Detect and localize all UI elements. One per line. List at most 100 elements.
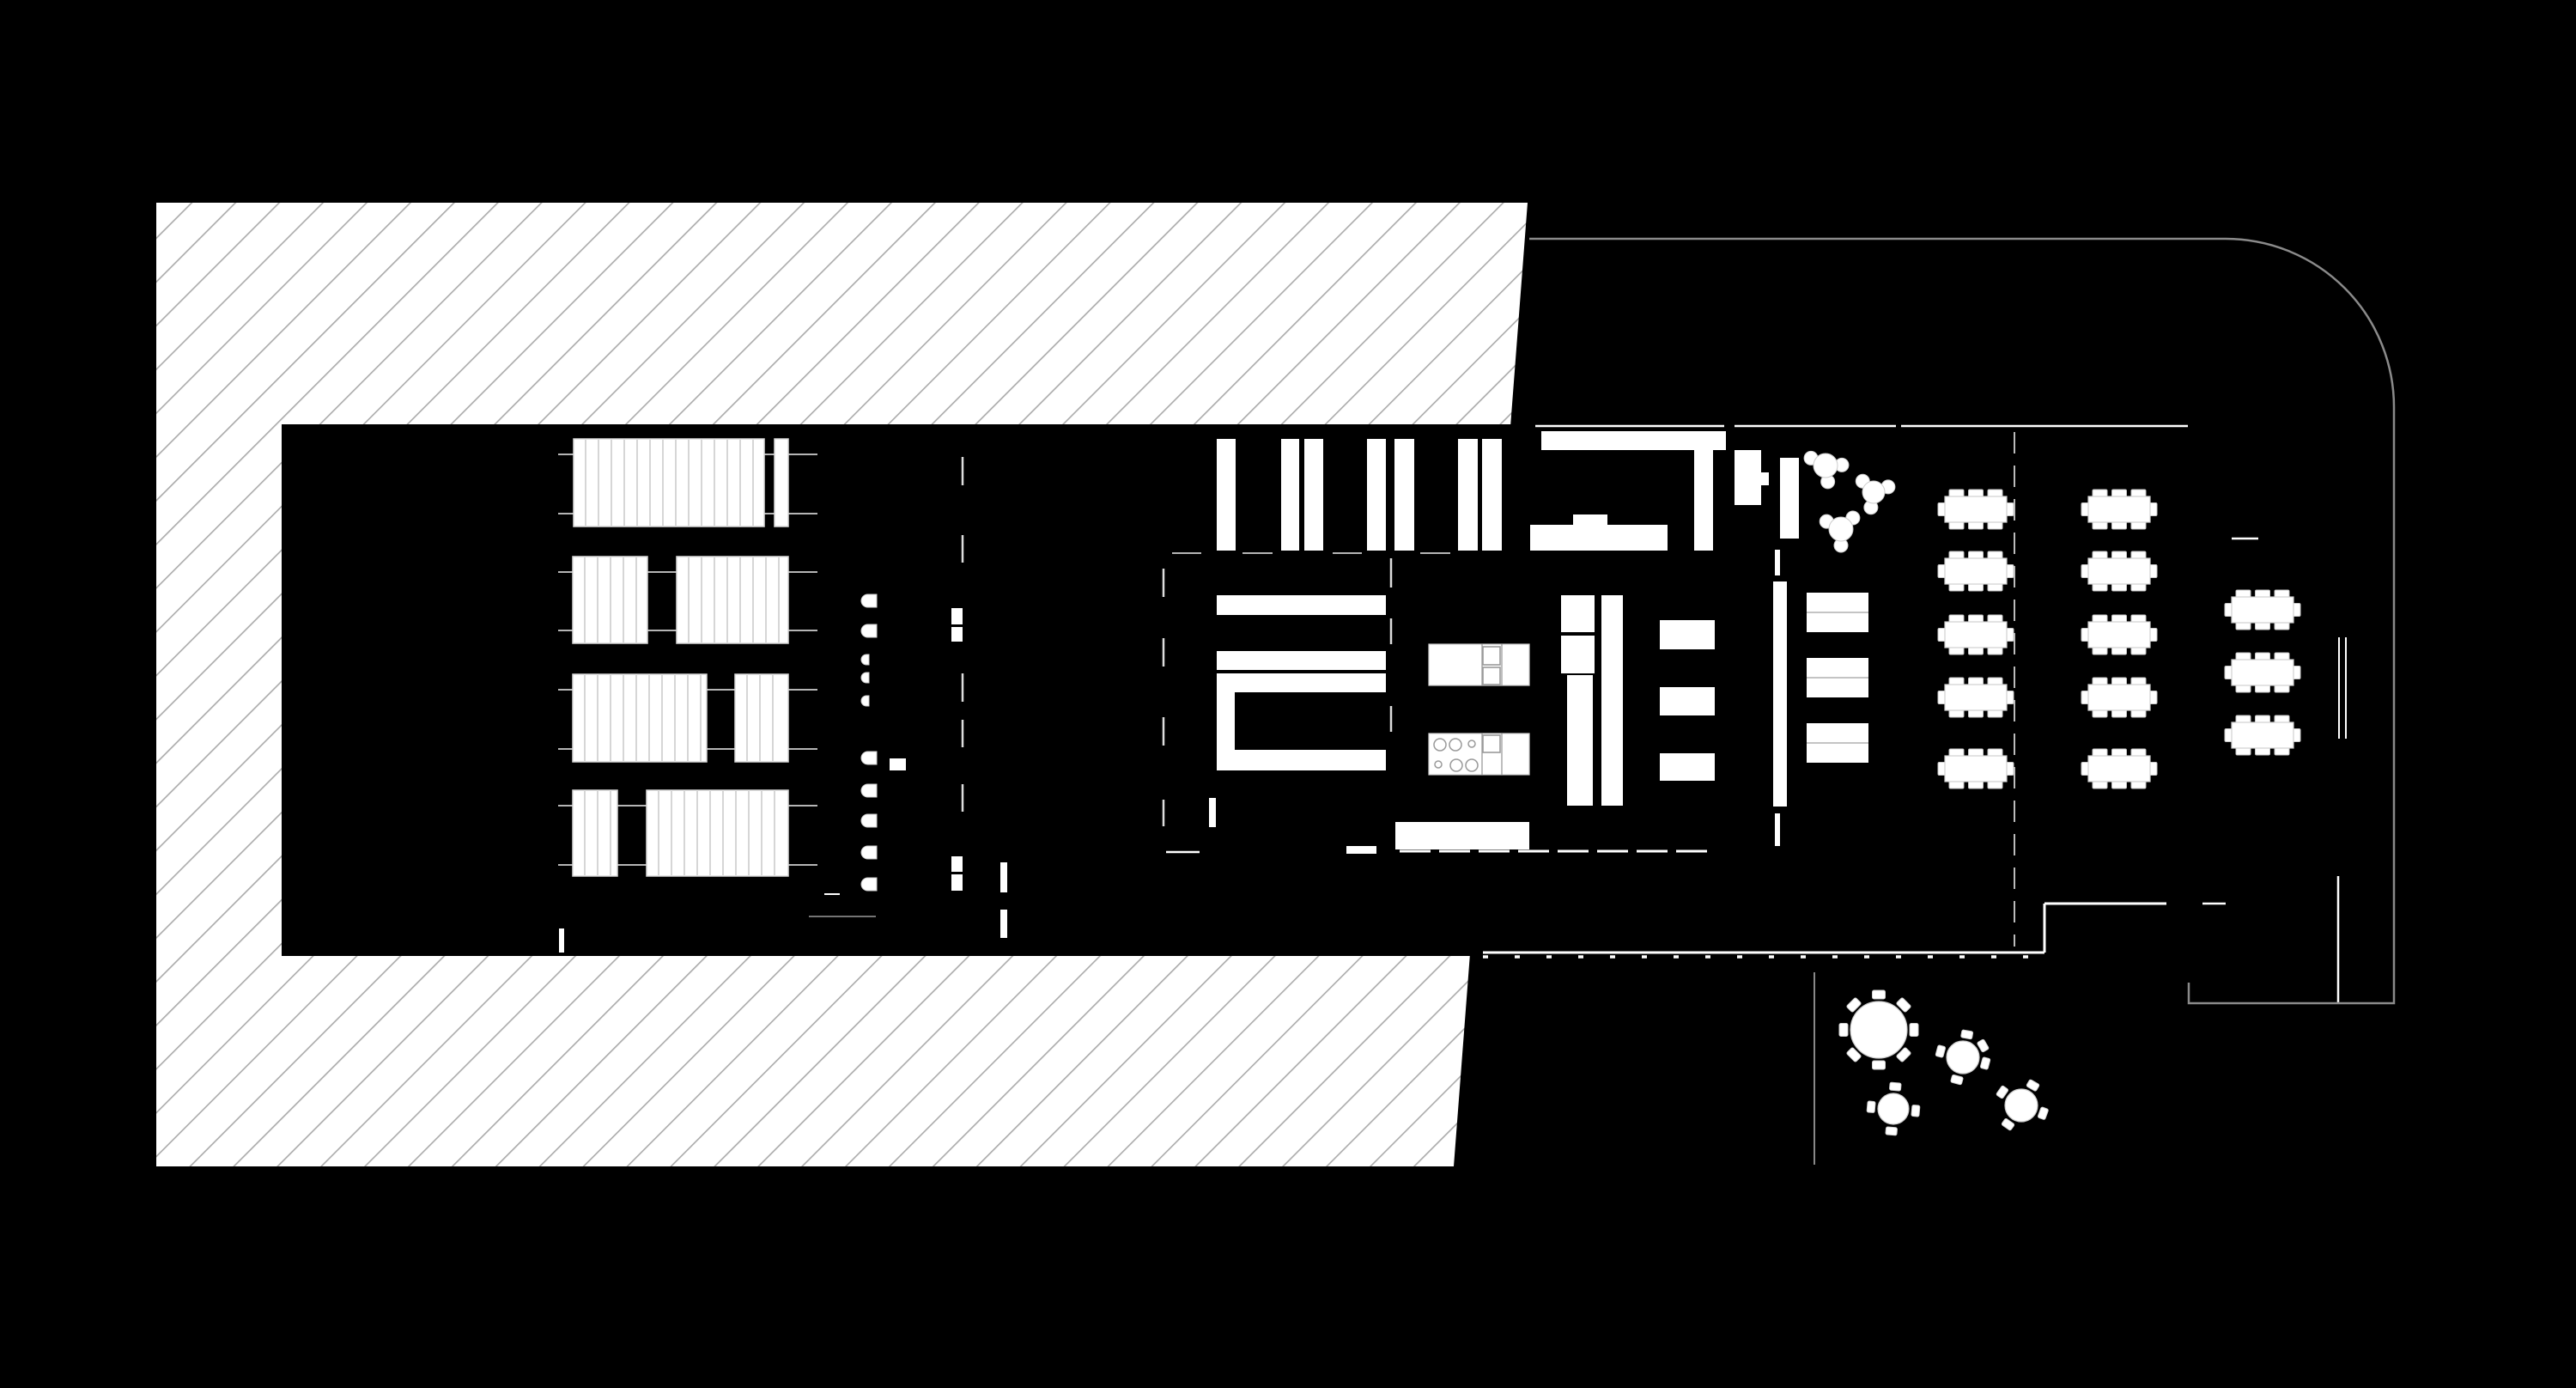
wall-stub: [1000, 862, 1007, 892]
shelf: [1217, 673, 1386, 692]
dining-table-group: [2081, 748, 2158, 789]
dining-table-group: [1937, 614, 2014, 655]
dorm-wing: [558, 438, 878, 892]
stool: [860, 783, 878, 798]
tall-cabinet: [1561, 595, 1595, 632]
piano: [1761, 472, 1769, 485]
door-jamb: [951, 874, 963, 891]
terrace-table: [2004, 1088, 2038, 1123]
dining-table: [1944, 755, 2008, 782]
dining-table: [2087, 755, 2151, 782]
locker: [1281, 439, 1299, 551]
terrace-chair: [1909, 1023, 1919, 1037]
door-jamb: [951, 856, 963, 872]
terrace-chair: [1838, 1023, 1849, 1037]
stool: [860, 672, 870, 684]
sink-island: [1428, 643, 1530, 686]
terrace-chair: [1885, 1126, 1898, 1136]
locker: [1217, 439, 1236, 551]
dining-table: [2231, 659, 2294, 686]
bed: [774, 438, 789, 527]
dining-table: [1944, 557, 2008, 585]
lounge-table: [1828, 516, 1854, 542]
stool: [860, 877, 878, 892]
bed: [572, 673, 708, 763]
dining-table: [2087, 496, 2151, 523]
shelf: [1217, 651, 1386, 670]
stove-burner: [1449, 758, 1463, 772]
terrace-chair: [2026, 1079, 2040, 1092]
terrace-chair: [1980, 1056, 1991, 1070]
wall-stub: [559, 928, 564, 953]
bed-platform: [572, 556, 648, 644]
terrace-table-group: [1838, 989, 1919, 1070]
bar-counter: [1694, 450, 1713, 551]
locker: [1458, 439, 1478, 551]
wall-stub: [1000, 910, 1007, 938]
oven: [1482, 734, 1501, 753]
terrace-table-group: [1996, 1079, 2049, 1131]
sideboard: [1780, 458, 1799, 539]
dining-table-group: [1937, 677, 2014, 718]
dining-table-group: [1937, 551, 2014, 592]
paired-table: [1807, 723, 1868, 763]
building-outline: [1529, 237, 2396, 1005]
bed-platform: [676, 556, 789, 644]
terrace-chair: [1872, 989, 1886, 1000]
stool: [860, 654, 870, 666]
stove-burner: [1467, 740, 1476, 748]
terrace-chair: [2001, 1117, 2015, 1131]
lounge-table: [1862, 480, 1886, 504]
bed-platform: [734, 673, 789, 763]
bench: [1660, 753, 1715, 781]
stool: [860, 751, 878, 765]
dining-table-group: [2224, 652, 2301, 693]
bed: [646, 789, 789, 877]
stove-burner: [1434, 760, 1443, 769]
piano: [1735, 450, 1761, 505]
bed-platform: [572, 789, 618, 877]
terrace-table: [1877, 1093, 1910, 1125]
dining-table-group: [2224, 715, 2301, 756]
bed: [734, 673, 789, 763]
bench: [1660, 620, 1715, 649]
dining-table-group: [1937, 748, 2014, 789]
dining-table-group: [2081, 677, 2158, 718]
terrace-chair: [1896, 1047, 1911, 1062]
locker: [1367, 439, 1386, 551]
side-table: [890, 758, 906, 770]
lounge-table-group: [1855, 473, 1896, 515]
terrace-chair: [1960, 1029, 1974, 1040]
bench: [1660, 687, 1715, 715]
dining-table: [2087, 684, 2151, 711]
counter: [1395, 822, 1529, 849]
dining-table-group: [2081, 551, 2158, 592]
wall-segment: [1775, 813, 1780, 846]
stove-island: [1428, 733, 1530, 776]
shelf: [1217, 750, 1386, 770]
sink-basin: [1482, 667, 1501, 685]
paired-table: [1807, 658, 1868, 697]
terrace-chair: [1896, 997, 1911, 1013]
stove-burner: [1465, 758, 1479, 772]
stool: [860, 813, 878, 828]
shelf: [1217, 692, 1235, 751]
dining-table: [1944, 684, 2008, 711]
bar-counter: [1541, 431, 1726, 450]
lounge-table: [1813, 453, 1838, 478]
terrace-chair: [1935, 1044, 1946, 1058]
bed: [676, 556, 789, 644]
terrace-chair: [1996, 1085, 2009, 1099]
dining-table-group: [2081, 614, 2158, 655]
shelf: [1217, 595, 1386, 615]
wall-segment: [1773, 581, 1787, 807]
bar-counter: [1573, 514, 1607, 525]
terrace-chair: [1977, 1038, 1990, 1053]
stool: [860, 624, 878, 638]
terrace-chair: [1846, 1047, 1862, 1062]
dining-table-group: [2081, 489, 2158, 530]
door-jamb: [951, 608, 963, 624]
dining-table-group: [1937, 489, 2014, 530]
